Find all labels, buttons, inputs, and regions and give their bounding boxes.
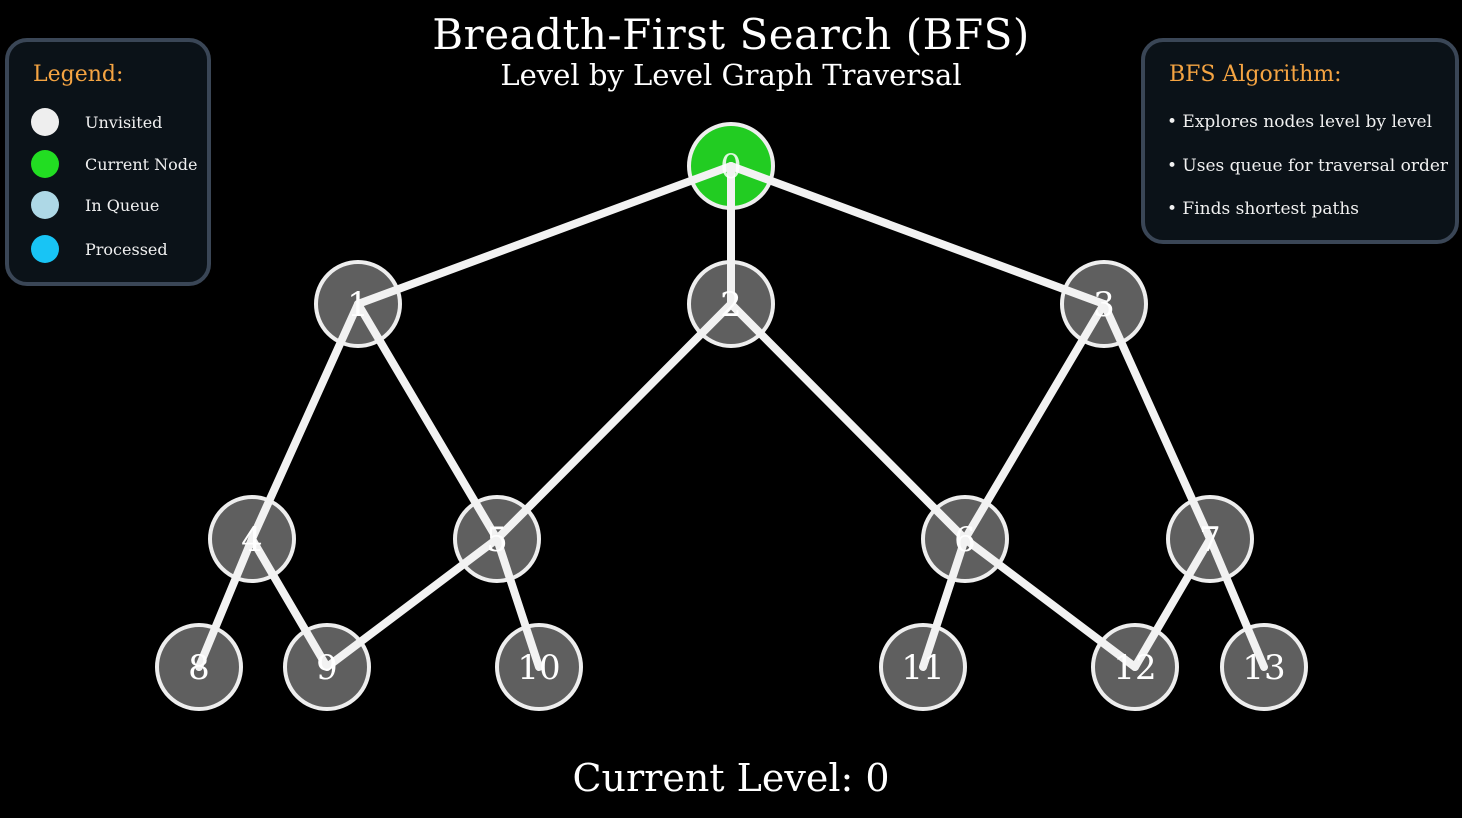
graph-edge-2-5 [493,300,735,543]
graph-edge-0-3 [727,162,1108,308]
graph-edge-5-9 [323,535,501,671]
graph-edge-3-6 [961,300,1108,543]
graph-node-label-10: 10 [517,648,560,688]
graph-edge-1-5 [354,300,501,543]
legend-item-current-node: Current Node [31,149,197,179]
graph-edge-1-4 [248,300,362,543]
algorithm-point: • Uses queue for traversal order [1167,156,1449,176]
graph-node-label-9: 9 [316,648,338,688]
legend-label: Unvisited [85,112,163,132]
page-title: Breadth-First Search (BFS) [432,10,1030,59]
graph-node-label-2: 2 [720,285,742,325]
legend-item-unvisited: Unvisited [31,107,162,137]
legend-label: In Queue [85,195,160,215]
graph-node-label-7: 7 [1199,520,1221,560]
page-subtitle: Level by Level Graph Traversal [500,58,962,92]
legend-item-in-queue: In Queue [31,190,159,220]
current-node-swatch-icon [31,150,59,178]
graph-edge-4-9 [248,535,331,671]
legend-label: Current Node [85,154,198,174]
graph-edge-4-8 [195,535,256,671]
graph-edge-0-1 [354,162,735,308]
algorithm-point: • Explores nodes level by level [1167,112,1433,132]
graph-edge-7-12 [1131,535,1214,671]
graph-node-label-3: 3 [1093,285,1115,325]
graph-edge-5-10 [493,535,543,671]
legend-label: Processed [85,239,168,259]
graph-edge-6-11 [919,535,969,671]
unvisited-swatch-icon [31,108,59,136]
legend-panel: Legend: Unvisited Current Node In Queue … [5,38,211,286]
graph-node-label-12: 12 [1113,648,1156,688]
graph-node-label-13: 13 [1242,648,1285,688]
algorithm-heading: BFS Algorithm: [1169,62,1342,87]
current-level-status: Current Level: 0 [572,756,890,800]
legend-heading: Legend: [33,62,124,87]
graph-edge-7-13 [1206,535,1268,671]
graph-edge-3-7 [1100,300,1214,543]
graph-node-label-8: 8 [188,648,210,688]
graph-edge-2-6 [727,300,969,543]
graph-edge-6-12 [961,535,1139,671]
legend-item-processed: Processed [31,234,168,264]
in-queue-swatch-icon [31,191,59,219]
graph-node-label-11: 11 [901,648,944,688]
algorithm-panel: BFS Algorithm: • Explores nodes level by… [1141,38,1459,244]
graph-node-label-5: 5 [486,520,508,560]
processed-swatch-icon [31,235,59,263]
graph-node-label-1: 1 [347,285,369,325]
graph-node-label-0: 0 [720,147,742,187]
graph-node-label-6: 6 [954,520,976,560]
algorithm-point: • Finds shortest paths [1167,199,1360,219]
graph-node-label-4: 4 [241,520,263,560]
